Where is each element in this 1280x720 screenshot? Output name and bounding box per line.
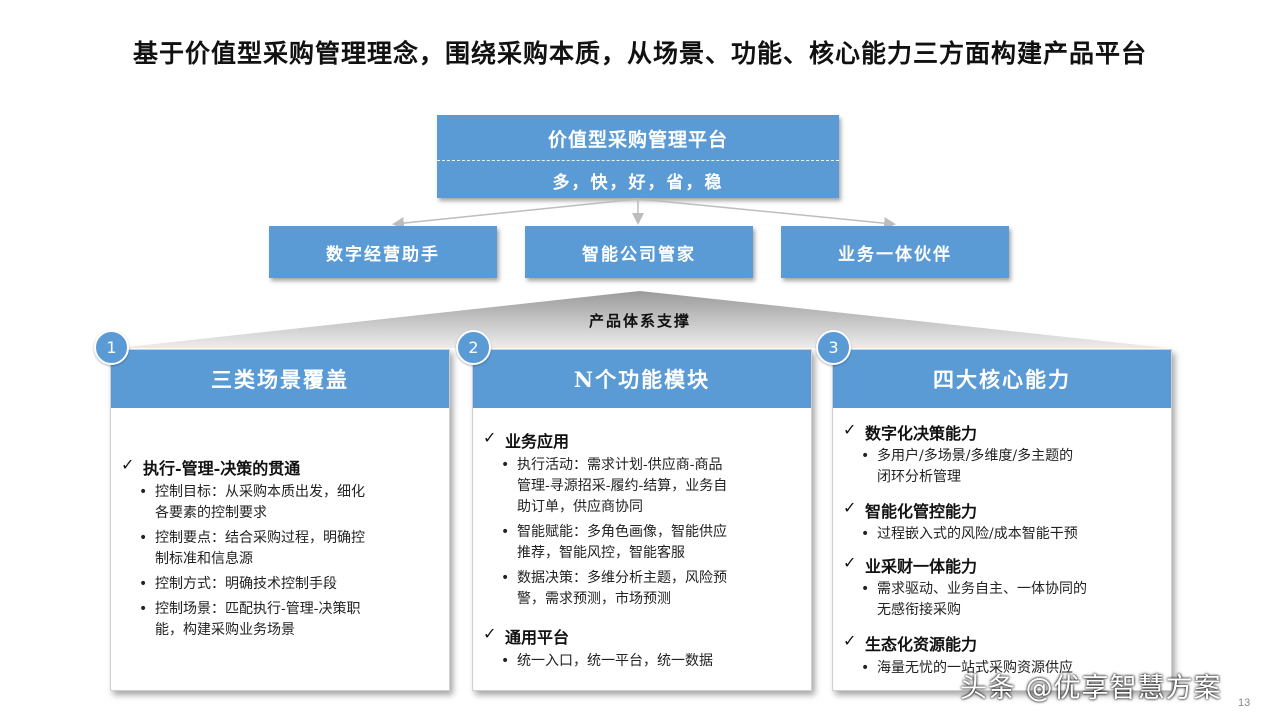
list-item: • 控制场景：匹配执行-管理-决策职能，构建采购业务场景	[139, 601, 361, 638]
bullet-icon: •	[861, 448, 870, 464]
bullet-list: • 执行活动：需求计划-供应商-商品管理-寻源招采-履约-结算，业务自助订单，供…	[501, 455, 801, 610]
bullet-icon: •	[139, 601, 148, 617]
bullet-list: • 统一入口，统一平台，统一数据	[501, 651, 801, 672]
card-title: 四大核心能力	[833, 350, 1171, 408]
bullet-icon: •	[139, 576, 148, 592]
platform-divider	[437, 160, 839, 161]
card-modules: N个功能模块 ✓ 业务应用 • 执行活动：需求计划-供应商-商品管理-寻源招采-…	[472, 349, 812, 691]
bullet-icon: •	[501, 457, 510, 473]
bullet-list: • 多用户/多场景/多维度/多主题的闭环分析管理	[861, 446, 1161, 488]
check-icon: ✓	[121, 455, 135, 474]
service-digital-assistant: 数字经营助手	[269, 226, 497, 278]
bullet-icon: •	[861, 660, 870, 676]
list-item: • 控制要点：结合采购过程，明确控制标准和信息源	[139, 530, 365, 567]
list-item: • 控制方式：明确技术控制手段	[139, 574, 439, 595]
bullet-icon: •	[139, 530, 148, 546]
check-icon: ✓	[843, 420, 857, 439]
list-item: • 控制目标：从采购本质出发，细化各要素的控制要求	[139, 484, 365, 521]
service-smart-steward: 智能公司管家	[525, 226, 753, 278]
check-item: ✓ 生态化资源能力	[843, 631, 978, 654]
bullet-list: • 控制目标：从采购本质出发，细化各要素的控制要求 • 控制要点：结合采购过程，…	[139, 482, 439, 641]
card-number-badge: 2	[456, 330, 491, 365]
list-item: • 过程嵌入式的风险/成本智能干预	[861, 524, 1161, 545]
check-icon: ✓	[483, 624, 497, 643]
list-item: • 海量无忧的一站式采购资源供应	[861, 658, 1161, 679]
card-number-badge: 3	[816, 330, 851, 365]
support-fan	[118, 291, 1168, 348]
platform-subtitle: 多，快，好，省，稳	[552, 173, 724, 193]
bullet-icon: •	[501, 524, 510, 540]
platform-title: 价值型采购管理平台	[547, 129, 728, 151]
card-title: N个功能模块	[473, 350, 811, 408]
list-item: • 执行活动：需求计划-供应商-商品管理-寻源招采-履约-结算，业务自助订单，供…	[501, 457, 728, 515]
service-business-partner: 业务一体伙伴	[781, 226, 1009, 278]
card-capabilities: 四大核心能力 ✓ 数字化决策能力 • 多用户/多场景/多维度/多主题的闭环分析管…	[832, 349, 1172, 691]
list-item: • 需求驱动、业务自主、一体协同的无感衔接采购	[861, 581, 1087, 618]
card-scenarios: 三类场景覆盖 ✓ 执行-管理-决策的贯通 • 控制目标：从采购本质出发，细化各要…	[110, 349, 450, 691]
check-item: ✓ 业务应用	[483, 428, 570, 451]
bullet-icon: •	[501, 570, 510, 586]
bullet-list: • 需求驱动、业务自主、一体协同的无感衔接采购	[861, 579, 1161, 621]
support-label: 产品体系支撑	[588, 312, 691, 330]
check-icon: ✓	[843, 498, 857, 517]
check-icon: ✓	[843, 631, 857, 650]
page-number: 13	[1238, 697, 1251, 709]
card-title: 三类场景覆盖	[111, 350, 449, 408]
watermark: 头条 @优享智慧方案	[960, 673, 1222, 704]
check-icon: ✓	[483, 428, 497, 447]
platform-box: 价值型采购管理平台 多，快，好，省，稳	[437, 115, 839, 198]
bullet-icon: •	[139, 484, 148, 500]
check-icon: ✓	[843, 553, 857, 572]
check-item: ✓ 通用平台	[483, 624, 570, 647]
list-item: • 数据决策：多维分析主题，风险预警，需求预测，市场预测	[501, 570, 727, 607]
card-number-badge: 1	[94, 330, 129, 365]
check-item: ✓ 执行-管理-决策的贯通	[121, 455, 301, 478]
bullet-icon: •	[861, 526, 870, 542]
check-item: ✓ 智能化管控能力	[843, 498, 978, 521]
list-item: • 统一入口，统一平台，统一数据	[501, 651, 801, 672]
page-title: 基于价值型采购管理理念，围绕采购本质，从场景、功能、核心能力三方面构建产品平台	[132, 39, 1147, 68]
bullet-list: • 海量无忧的一站式采购资源供应	[861, 658, 1161, 679]
check-item: ✓ 业采财一体能力	[843, 553, 978, 576]
bullet-icon: •	[861, 581, 870, 597]
check-item: ✓ 数字化决策能力	[843, 420, 978, 443]
list-item: • 智能赋能：多角色画像，智能供应推荐，智能风控，智能客服	[501, 524, 727, 561]
list-item: • 多用户/多场景/多维度/多主题的闭环分析管理	[861, 448, 1074, 485]
bullet-list: • 过程嵌入式的风险/成本智能干预	[861, 524, 1161, 545]
bullet-icon: •	[501, 653, 510, 669]
